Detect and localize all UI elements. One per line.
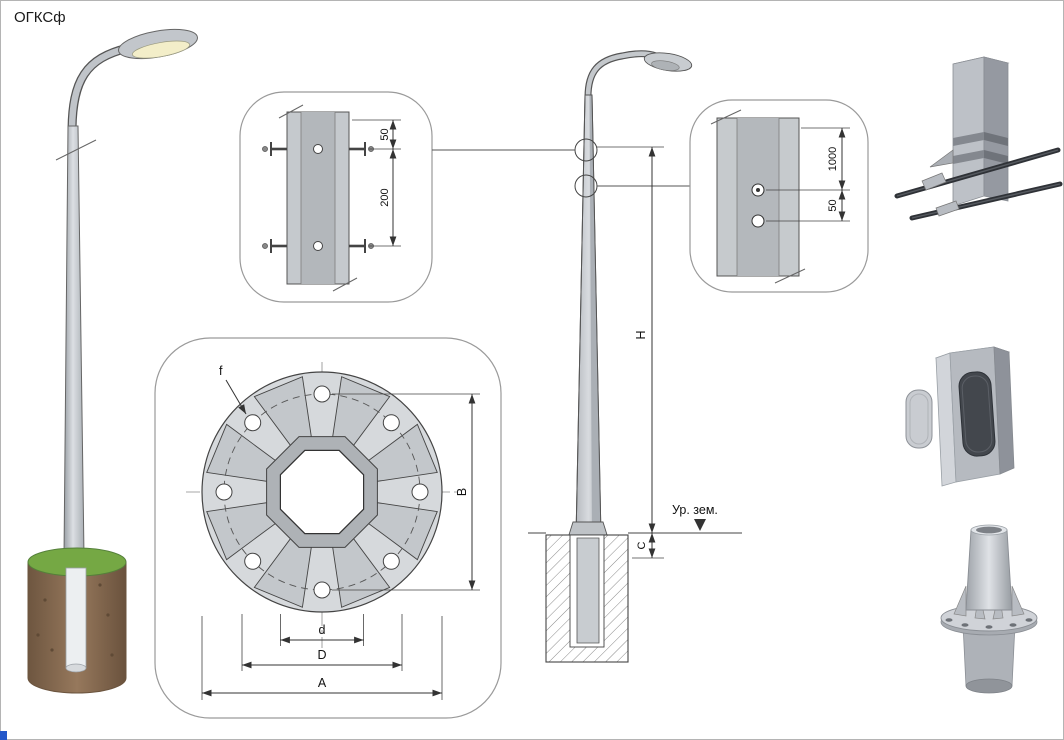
luminaire-head xyxy=(118,28,198,60)
arm xyxy=(585,51,657,98)
dim-label-B: B xyxy=(455,488,469,496)
wedge-clamp xyxy=(929,149,954,168)
dim-label-A: A xyxy=(318,676,327,690)
dim-label-d: d xyxy=(319,623,326,637)
clamp-bolt-pair-bottom xyxy=(262,239,374,253)
pole-octagon-hole xyxy=(279,449,365,535)
pole-break-mark xyxy=(55,139,97,161)
dim-label-50-top: 50 xyxy=(379,128,391,140)
pole-elevation-view: Ур. зем. H C xyxy=(432,50,742,663)
clamp-band-2 xyxy=(953,150,984,164)
foundation-section xyxy=(545,534,629,663)
door-opening xyxy=(958,371,996,457)
drawing-title: ОГКСф xyxy=(14,9,66,26)
pole-shade xyxy=(589,95,601,538)
foundation-3d xyxy=(27,547,127,694)
clamp-band-2r xyxy=(984,150,1008,164)
clamp-detail-view: 50 200 xyxy=(239,91,433,303)
tube-top-opening xyxy=(976,526,1002,534)
dim-label-200: 200 xyxy=(379,188,391,206)
pole-right-face xyxy=(983,56,1009,202)
luminaire-glow xyxy=(132,40,190,59)
base-gussets xyxy=(953,585,1025,620)
flange-plan-view: f B d D A xyxy=(154,337,502,719)
rod-coupler-1 xyxy=(921,172,947,191)
clamp-band-1 xyxy=(953,132,984,146)
dim-label-D: D xyxy=(317,648,326,662)
bolt-hole xyxy=(313,241,323,251)
access-door-3d xyxy=(905,346,1015,487)
clamp-band-1r xyxy=(984,132,1008,146)
bracket-assembly-3d xyxy=(894,56,1063,221)
section-right-facet xyxy=(993,346,1015,475)
pole-left-face xyxy=(952,56,985,207)
socket-bottom xyxy=(965,678,1013,694)
pole-facet-band xyxy=(737,118,779,276)
door-cover-plate xyxy=(905,389,933,449)
break-mark xyxy=(710,109,742,125)
embedded-sleeve xyxy=(65,567,87,669)
base-tube xyxy=(965,529,1013,611)
lower-hole xyxy=(751,214,765,228)
flange-bolt-holes xyxy=(215,385,429,599)
bolt-hole xyxy=(313,144,323,154)
ground-label: Ур. зем. xyxy=(672,503,718,517)
flange-base-3d xyxy=(940,524,1038,694)
break-mark xyxy=(278,104,304,119)
lamp-pole-3d xyxy=(27,28,198,694)
dim-label-H: H xyxy=(634,330,648,339)
sleeve-bottom xyxy=(65,663,87,673)
leader-f xyxy=(225,379,247,415)
dim-label-f: f xyxy=(219,364,223,378)
clamp-bolt-pair-top xyxy=(262,142,374,156)
luminaire-head-small xyxy=(643,52,693,72)
plate-bolt-holes xyxy=(945,618,1033,629)
corner-artifact xyxy=(0,731,7,740)
door-cover-inner-line xyxy=(909,393,929,445)
hole-detail-view: 1000 50 xyxy=(689,99,869,293)
dim-label-50-bottom: 50 xyxy=(827,199,839,211)
lamp-arm xyxy=(68,44,129,133)
pole-facet-band xyxy=(301,112,335,284)
ground-arrow xyxy=(694,519,706,531)
embedded-pole xyxy=(576,537,600,644)
break-mark xyxy=(774,268,806,284)
rod-coupler-2 xyxy=(935,200,960,217)
dim-label-1000: 1000 xyxy=(827,147,839,171)
break-mark xyxy=(332,277,358,292)
dim-label-C: C xyxy=(636,541,648,549)
